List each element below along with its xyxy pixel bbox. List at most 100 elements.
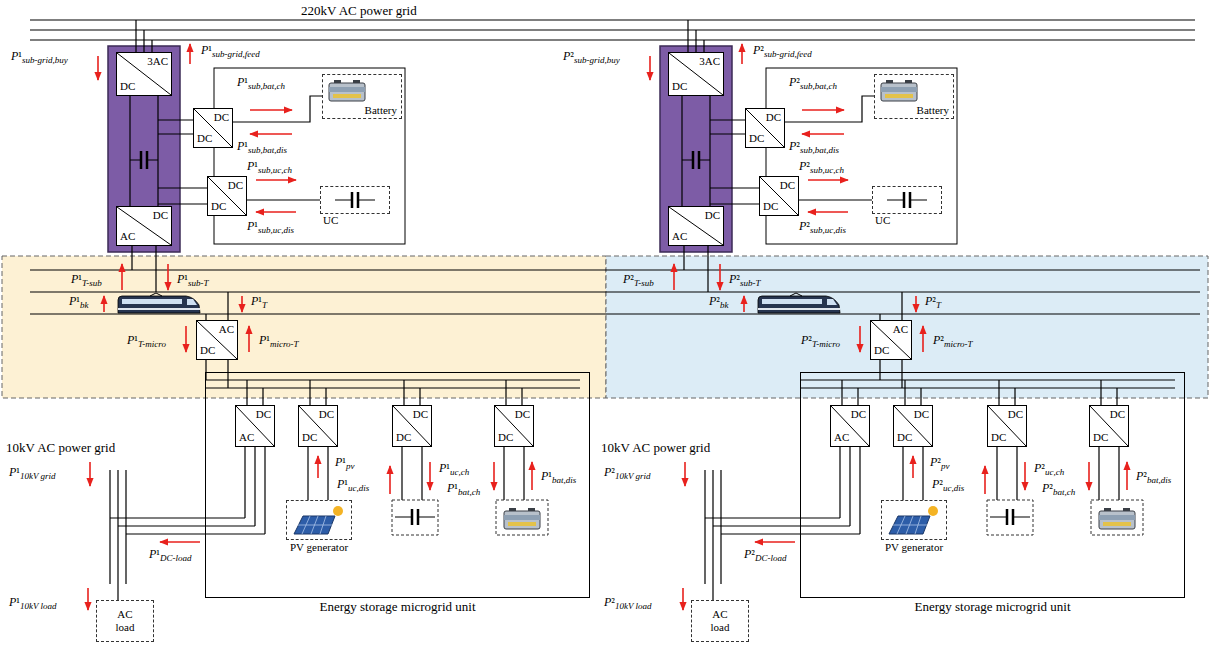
symbol-part: P: [799, 159, 806, 173]
traction-converter-wiring: [186, 292, 249, 388]
bus-label: 220kV AC power grid: [300, 3, 418, 18]
symbol-part: ²: [611, 465, 615, 479]
symbol-part: pv: [941, 461, 950, 471]
symbol-part: P: [127, 333, 134, 347]
symbol-part: ¹: [18, 49, 22, 63]
symbol-part: T: [936, 300, 941, 310]
power-symbol: P¹bat,dis: [540, 470, 577, 484]
power-symbol: P¹sub-grid,buy: [10, 50, 69, 64]
symbol-part: sub,bat,ch: [248, 81, 285, 91]
power-flow-arrow: [121, 264, 123, 290]
power-symbol: P¹10kV load: [8, 596, 58, 610]
node-text: 3AC: [699, 55, 720, 68]
power-symbol: P²sub,bat,ch: [788, 76, 838, 90]
substation-housing: [108, 46, 180, 252]
device-icon: [889, 506, 938, 534]
symbol-part: ²: [630, 272, 634, 286]
symbol-part: P: [69, 294, 76, 308]
power-flow-arrow: [89, 462, 91, 486]
battery-icon: [504, 508, 540, 529]
capacitor-symbol: [395, 509, 435, 525]
converter-diagonal: [988, 406, 1026, 446]
converter-box: DCDC: [987, 405, 1027, 447]
uc-box: [392, 500, 438, 535]
symbol-part: bat,dis: [1147, 475, 1171, 485]
node-text: DC: [914, 408, 929, 421]
wire-connector: [785, 96, 874, 122]
power-flow-arrow: [185, 326, 187, 352]
microgrid-unit-box: Energy storage microgrid unitDCACDCDCPV …: [800, 372, 1185, 598]
symbol-part: ¹: [76, 294, 80, 308]
power-flow-arrow: [103, 296, 105, 312]
node-text: DC: [780, 179, 795, 192]
symbol-part: P: [247, 159, 254, 173]
microgrid-wiring: [683, 380, 1175, 610]
power-symbol: P¹sub,uc,ch: [246, 160, 293, 174]
node-text: DC: [991, 431, 1006, 444]
node-text: DC: [200, 344, 215, 357]
symbol-part: ²: [1143, 469, 1147, 483]
symbol-part: P: [623, 272, 630, 286]
device-icon: [329, 80, 365, 101]
symbol-part: P: [563, 49, 570, 63]
symbol-part: ¹: [244, 139, 248, 153]
symbol-part: ¹: [16, 595, 20, 609]
symbol-part: ¹: [156, 547, 160, 561]
power-flow-arrow: [97, 56, 99, 80]
symbol-part: P: [201, 43, 208, 57]
symbol-part: sub-grid,buy: [574, 55, 620, 65]
symbol-part: sub,bat,dis: [248, 145, 287, 155]
power-flow-arrow: [429, 462, 431, 490]
node-text: AC: [239, 431, 254, 444]
power-flow-arrow: [250, 133, 292, 135]
converter-box: DCDC: [745, 108, 785, 148]
power-symbol: P¹sub-T: [176, 273, 209, 287]
symbol-part: 10kV load: [20, 601, 57, 611]
node-text: DC: [766, 111, 781, 124]
node-text: DC: [874, 344, 889, 357]
node-text: Battery: [365, 104, 397, 117]
power-symbol: P¹T-sub: [70, 273, 103, 287]
node-text: AC: [893, 323, 908, 336]
power-symbol: P²10kV grid: [603, 466, 652, 480]
converter-box: DCDC: [759, 176, 799, 216]
symbol-part: sub,bat,ch: [800, 81, 837, 91]
symbol-part: ¹: [454, 481, 458, 495]
converter-diagonal: [117, 207, 171, 245]
power-flow-arrow: [493, 462, 495, 490]
symbol-part: P: [541, 469, 548, 483]
symbol-part: sub-grid,buy: [22, 55, 68, 65]
symbol-part: P: [9, 595, 16, 609]
substation-wiring: [650, 20, 957, 292]
node-text: DC: [153, 209, 168, 222]
node-text: DC: [1093, 431, 1108, 444]
wire-connector: [681, 96, 682, 206]
power-flow-arrow: [256, 211, 296, 213]
bus-label: 10kV AC power grid: [5, 440, 116, 455]
power-flow-arrow: [531, 462, 533, 490]
symbol-part: bat,dis: [552, 475, 576, 485]
wire-connector: [247, 199, 320, 200]
train-icon: [122, 299, 182, 304]
converter-box: ACDC: [196, 320, 238, 360]
converter-diagonal: [197, 321, 237, 359]
power-symbol: P²micro-T: [932, 334, 974, 348]
symbol-part: ²: [796, 75, 800, 89]
symbol-part: ¹: [254, 219, 258, 233]
node-text: DC: [1110, 408, 1125, 421]
symbol-part: ²: [736, 272, 740, 286]
symbol-part: P: [753, 43, 760, 57]
node-text: AC: [672, 230, 687, 243]
symbol-part: ²: [1041, 461, 1045, 475]
microgrid-wiring: [88, 380, 580, 610]
power-flow-arrow: [167, 264, 169, 290]
symbol-part: ¹: [184, 272, 188, 286]
symbol-part: ¹: [16, 465, 20, 479]
symbol-part: ²: [760, 43, 764, 57]
device-box: Battery: [322, 74, 402, 119]
symbol-part: ¹: [134, 333, 138, 347]
power-symbol: P²sub-T: [728, 273, 761, 287]
symbol-part: P: [1034, 461, 1041, 475]
device-icon: [335, 192, 375, 208]
symbol-part: micro-T: [270, 339, 299, 349]
